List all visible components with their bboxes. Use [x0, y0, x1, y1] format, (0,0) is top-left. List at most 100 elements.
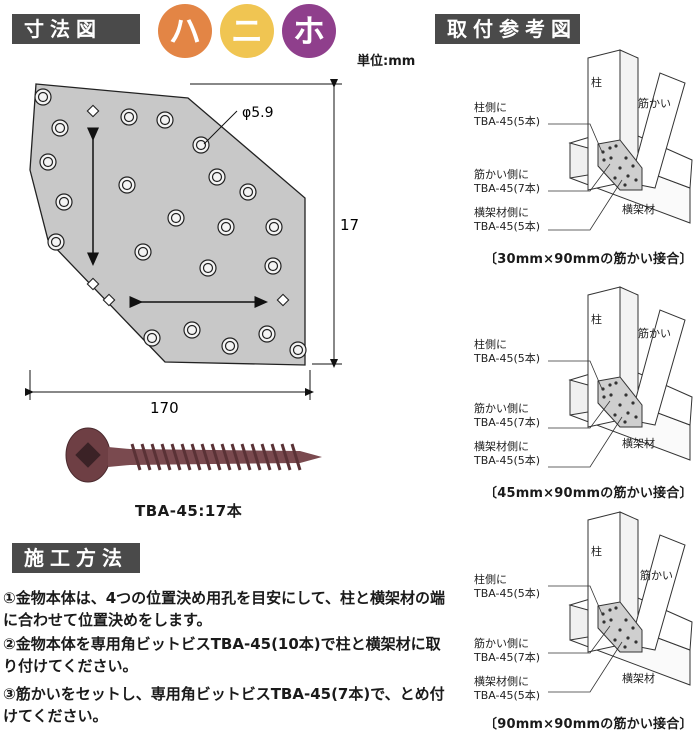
thread-line: [170, 443, 182, 471]
beam-screw-note: 横架材側に TBA-45(5本): [474, 440, 541, 467]
thread-line: [280, 443, 292, 471]
thread-line: [220, 443, 232, 471]
screw-hole: [34, 88, 52, 106]
pillar-screw-note: 柱側に TBA-45(5本): [474, 338, 541, 365]
brace-label: 筋かい: [638, 327, 671, 340]
badge-ho: ホ: [282, 4, 336, 58]
reference-diagram-2: 柱 筋かい 横架材 柱側に TBA-45(5本) 筋かい側に TBA-45(7本…: [470, 285, 700, 510]
brace-label: 筋かい: [638, 97, 671, 110]
reference-caption: 〔90mm×90mmの筋かい接合〕: [484, 717, 693, 732]
screw-hole-inner: [195, 139, 207, 151]
reference-diagram-3: 柱 筋かい 横架材 柱側に TBA-45(5本) 筋かい側に TBA-45(7本…: [470, 510, 700, 733]
screw-label: TBA-45:17本: [135, 502, 243, 520]
beam-label: 横架材: [622, 203, 655, 216]
thread-line: [180, 443, 192, 471]
screw-hole: [217, 218, 235, 236]
width-label: 170: [150, 399, 179, 417]
thread-line: [140, 443, 152, 471]
positioning-hole: [276, 293, 290, 307]
positioning-hole: [86, 277, 100, 291]
badge-ni: ニ: [220, 4, 274, 58]
screw-hole-inner: [54, 122, 66, 134]
screw-hole-inner: [146, 332, 158, 344]
screw-hole: [239, 183, 257, 201]
screw-hole: [192, 136, 210, 154]
reference-diagram-1: 柱 筋かい 横架材 柱側に TBA-45(5本) 筋かい側に TBA-45(7本…: [470, 48, 700, 273]
beam-screw-note: 横架材側に TBA-45(5本): [474, 206, 541, 233]
screw-hole-inner: [186, 324, 198, 336]
screw-hole: [258, 325, 276, 343]
screw-hole: [47, 233, 65, 251]
joint-sketch: [568, 511, 693, 686]
thread-line: [200, 443, 212, 471]
screw-hole: [167, 209, 185, 227]
screw-hole-inner: [211, 171, 223, 183]
screw-hole: [199, 259, 217, 277]
plate-drawing: φ5.9 170 170: [25, 79, 360, 417]
step-1: ①金物本体は、4つの位置決め用孔を目安にして、柱と横架材の端に合わせて位置決めを…: [3, 589, 445, 629]
beam-screw-note: 横架材側に TBA-45(5本): [474, 675, 541, 702]
reference-header: 取付参考図: [435, 14, 580, 44]
screw-hole-inner: [58, 196, 70, 208]
screw-hole: [289, 341, 307, 359]
screw-hole-inner: [267, 260, 279, 272]
screw-hole: [156, 111, 174, 129]
screw-hole: [143, 329, 161, 347]
height-label: 170: [340, 216, 360, 234]
hole-leader: [203, 110, 238, 145]
screw-hole: [134, 243, 152, 261]
joint-sketch: [568, 49, 693, 224]
pillar-label: 柱: [591, 313, 602, 326]
square-bit-icon: [75, 442, 101, 468]
thread-line: [230, 443, 242, 471]
thread-line: [240, 443, 252, 471]
step-3: ③筋かいをセットし、専用角ビットビスTBA-45(7本)で、とめ付けてください。: [3, 685, 445, 725]
screw-hole-inner: [123, 111, 135, 123]
thread-line: [160, 443, 172, 471]
reference-caption: 〔30mm×90mmの筋かい接合〕: [484, 252, 693, 267]
screw-hole-inner: [292, 344, 304, 356]
positioning-hole: [102, 293, 116, 307]
method-header: 施工方法: [12, 543, 140, 573]
screw-hole-inner: [268, 221, 280, 233]
reference-caption: 〔45mm×90mmの筋かい接合〕: [484, 486, 693, 501]
unit-label: 単位:mm: [357, 54, 416, 69]
brace-screw-note: 筋かい側に TBA-45(7本): [474, 402, 541, 429]
thread-line: [270, 443, 282, 471]
screw-hole-inner: [137, 246, 149, 258]
screw-hole-inner: [170, 212, 182, 224]
screw-hole: [264, 257, 282, 275]
pillar-screw-note: 柱側に TBA-45(5本): [474, 573, 541, 600]
thread-line: [290, 443, 302, 471]
beam-label: 横架材: [622, 437, 655, 450]
screw-image: [65, 427, 322, 483]
badge-ha: ハ: [158, 4, 212, 58]
screw-hole: [208, 168, 226, 186]
screw-hole-inner: [242, 186, 254, 198]
positioning-marks: [86, 104, 290, 307]
brace-screw-note: 筋かい側に TBA-45(7本): [474, 637, 541, 664]
plate-holes: [34, 88, 307, 359]
screw-threads: [130, 443, 302, 471]
screw-hole: [118, 176, 136, 194]
screw-hole-inner: [224, 340, 236, 352]
screw-hole: [120, 108, 138, 126]
screw-hole: [39, 153, 57, 171]
dimensions-header: 寸法図: [12, 14, 140, 44]
screw-hole-inner: [202, 262, 214, 274]
beam-label: 横架材: [622, 672, 655, 685]
screw-hole-inner: [220, 221, 232, 233]
screw-hole: [55, 193, 73, 211]
screw-hole: [221, 337, 239, 355]
screw-hole-inner: [42, 156, 54, 168]
pillar-screw-note: 柱側に TBA-45(5本): [474, 101, 541, 128]
thread-line: [210, 443, 222, 471]
hole-diameter-label: φ5.9: [242, 105, 274, 121]
positioning-hole: [86, 104, 100, 118]
thread-line: [190, 443, 202, 471]
brace-label: 筋かい: [640, 569, 673, 582]
brace-screw-note: 筋かい側に TBA-45(7本): [474, 168, 541, 195]
screw-hole: [183, 321, 201, 339]
screw-hole-inner: [261, 328, 273, 340]
pillar-label: 柱: [591, 76, 602, 89]
